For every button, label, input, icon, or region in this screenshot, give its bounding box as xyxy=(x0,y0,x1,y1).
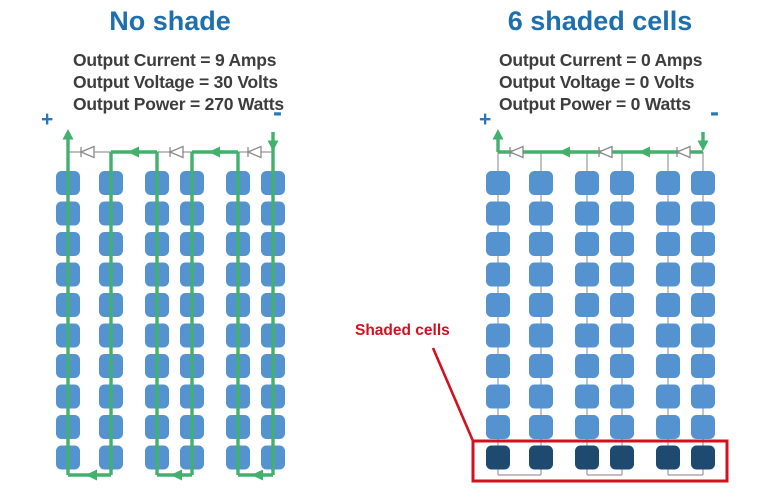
current-arrow-icon xyxy=(697,140,709,151)
solar-cell xyxy=(691,293,715,317)
bypass-diode-icon xyxy=(675,145,691,159)
solar-cell xyxy=(656,415,680,439)
current-arrow-icon xyxy=(638,146,650,158)
left-panel-title: No shade xyxy=(109,6,231,36)
solar-cell xyxy=(610,232,634,256)
solar-cell xyxy=(610,354,634,378)
solar-cell xyxy=(691,171,715,195)
solar-cell xyxy=(610,293,634,317)
solar-cell xyxy=(656,293,680,317)
current-arrow-icon xyxy=(492,129,504,140)
left-output-stats: Output Current = 9 Amps Output Voltage =… xyxy=(73,50,284,115)
solar-cell xyxy=(656,384,680,409)
solar-cell xyxy=(486,415,510,439)
solar-cell xyxy=(575,171,599,195)
solar-cell xyxy=(656,262,680,287)
solar-cell xyxy=(656,232,680,256)
current-arrow-icon xyxy=(170,469,182,481)
stat-line-current: Output Current = 0 Amps xyxy=(499,50,703,70)
stat-line-voltage: Output Voltage = 0 Volts xyxy=(499,71,695,92)
shaded-solar-cell xyxy=(529,445,553,470)
current-arrow-icon xyxy=(251,469,263,481)
solar-cell xyxy=(529,323,553,348)
solar-cell xyxy=(656,354,680,378)
current-arrow-icon xyxy=(558,146,570,158)
solar-cell xyxy=(529,201,553,226)
left-minus-terminal-label: - xyxy=(273,97,282,127)
solar-cell xyxy=(575,232,599,256)
shaded-panel-diagram xyxy=(471,129,729,483)
solar-cell xyxy=(486,171,510,195)
bypass-diode-icon xyxy=(246,145,262,159)
solar-cell xyxy=(486,293,510,317)
solar-cell xyxy=(486,354,510,378)
solar-cell xyxy=(529,293,553,317)
solar-cell xyxy=(575,415,599,439)
annotation-pointer xyxy=(431,347,475,442)
current-arrow-icon xyxy=(267,140,279,151)
stat-line-power: Output Power = 270 Watts xyxy=(73,93,284,114)
solar-cell xyxy=(575,262,599,287)
stat-line-current: Output Current = 9 Amps xyxy=(73,50,277,70)
shaded-cells-highlight-box xyxy=(471,439,729,483)
current-arrow-icon xyxy=(62,129,74,140)
solar-cell xyxy=(691,232,715,256)
right-minus-terminal-label: - xyxy=(710,97,719,127)
solar-cell xyxy=(575,384,599,409)
solar-cell xyxy=(691,384,715,409)
left-plus-terminal-label: + xyxy=(41,108,54,131)
solar-cell xyxy=(656,323,680,348)
solar-cell xyxy=(529,232,553,256)
shaded-cells-label: Shaded cells xyxy=(355,322,450,339)
solar-cell xyxy=(610,171,634,195)
right-output-stats: Output Current = 0 Amps Output Voltage =… xyxy=(499,50,703,115)
solar-cell xyxy=(691,201,715,226)
current-arrow-icon xyxy=(208,146,220,158)
solar-cell xyxy=(529,354,553,378)
bypass-diode-icon xyxy=(597,145,613,159)
solar-cell xyxy=(486,201,510,226)
solar-cell xyxy=(575,323,599,348)
solar-cell xyxy=(691,323,715,348)
bypass-diode-icon xyxy=(168,145,184,159)
stat-line-voltage: Output Voltage = 30 Volts xyxy=(73,71,278,92)
solar-cell xyxy=(486,323,510,348)
solar-cell xyxy=(656,171,680,195)
right-panel-title: 6 shaded cells xyxy=(507,6,693,36)
solar-cell xyxy=(610,201,634,226)
shaded-solar-cell xyxy=(575,445,599,470)
shaded-solar-cell xyxy=(610,445,634,470)
solar-cell xyxy=(529,171,553,195)
solar-cell xyxy=(691,354,715,378)
solar-cell xyxy=(610,384,634,409)
solar-cell xyxy=(610,415,634,439)
shaded-solar-cell xyxy=(486,445,510,470)
stat-line-power: Output Power = 0 Watts xyxy=(499,93,691,114)
solar-cell xyxy=(575,293,599,317)
solar-cell xyxy=(486,232,510,256)
solar-cell xyxy=(575,354,599,378)
solar-cell xyxy=(529,415,553,439)
bypass-diode-icon xyxy=(508,145,524,159)
solar-cell xyxy=(529,262,553,287)
solar-cell xyxy=(529,384,553,409)
no-shade-panel-diagram xyxy=(56,129,285,481)
current-arrow-icon xyxy=(127,146,139,158)
solar-cell xyxy=(656,201,680,226)
solar-cell xyxy=(691,262,715,287)
bypass-diode-icon xyxy=(79,145,95,159)
solar-cell xyxy=(691,415,715,439)
current-arrow-icon xyxy=(85,469,97,481)
shaded-solar-cell xyxy=(656,445,680,470)
solar-cell xyxy=(610,323,634,348)
shaded-solar-cell xyxy=(691,445,715,470)
solar-cell xyxy=(575,201,599,226)
annotation-pointer-line xyxy=(431,347,475,442)
solar-cell xyxy=(486,384,510,409)
solar-cell xyxy=(486,262,510,287)
solar-cell xyxy=(610,262,634,287)
right-plus-terminal-label: + xyxy=(479,108,492,131)
